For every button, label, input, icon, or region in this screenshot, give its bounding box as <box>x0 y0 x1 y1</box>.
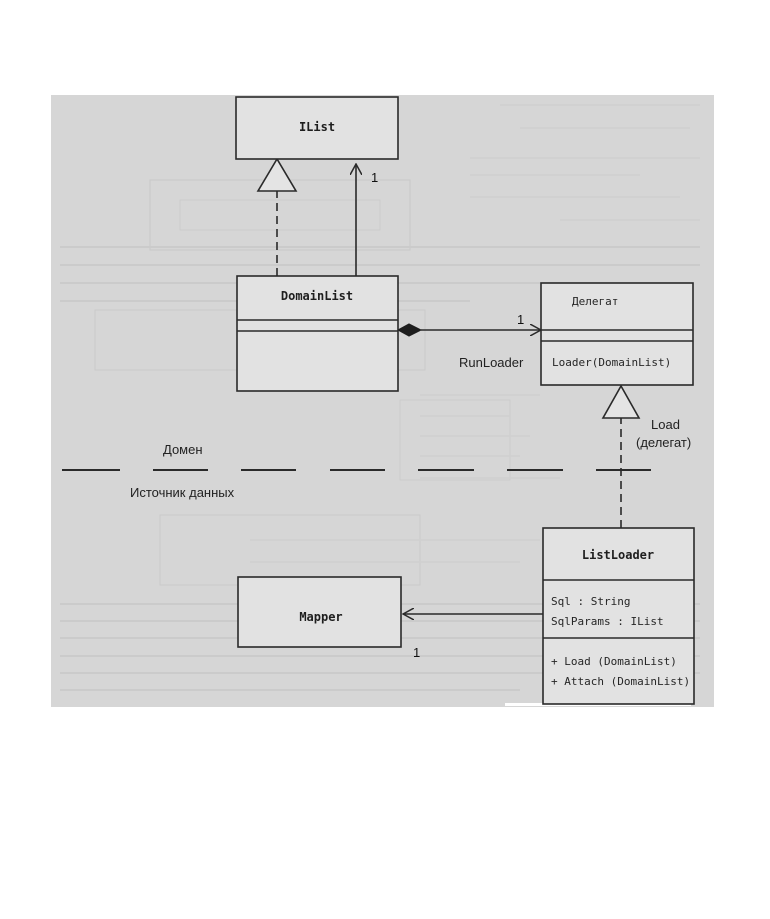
class-domainlist: DomainList <box>237 276 398 391</box>
multiplicity-mapper: 1 <box>413 645 420 660</box>
class-ilist-name: IList <box>299 120 335 134</box>
class-delegate: Делегат Loader(DomainList) <box>541 283 693 385</box>
label-load-delegate: (делегат) <box>636 435 691 450</box>
class-ilist: IList <box>236 97 398 159</box>
class-mapper-name: Mapper <box>299 610 342 624</box>
class-listloader: ListLoader Sql : String SqlParams : ILis… <box>543 528 694 704</box>
class-domainlist-name: DomainList <box>281 289 353 303</box>
class-listloader-operation: + Load (DomainList) <box>551 655 677 668</box>
label-load: Load <box>651 417 680 432</box>
label-run-loader: RunLoader <box>459 355 524 370</box>
class-listloader-attribute: Sql : String <box>551 595 630 608</box>
class-mapper: Mapper <box>238 577 401 647</box>
label-domain-layer: Домен <box>163 442 203 457</box>
class-listloader-operation: + Attach (DomainList) <box>551 675 690 688</box>
class-delegate-name: Делегат <box>572 295 618 308</box>
class-delegate-operation: Loader(DomainList) <box>552 356 671 369</box>
multiplicity-ilist: 1 <box>371 170 378 185</box>
class-listloader-name: ListLoader <box>582 548 654 562</box>
label-data-source-layer: Источник данных <box>130 485 235 500</box>
class-listloader-attribute: SqlParams : IList <box>551 615 664 628</box>
multiplicity-delegate: 1 <box>517 312 524 327</box>
